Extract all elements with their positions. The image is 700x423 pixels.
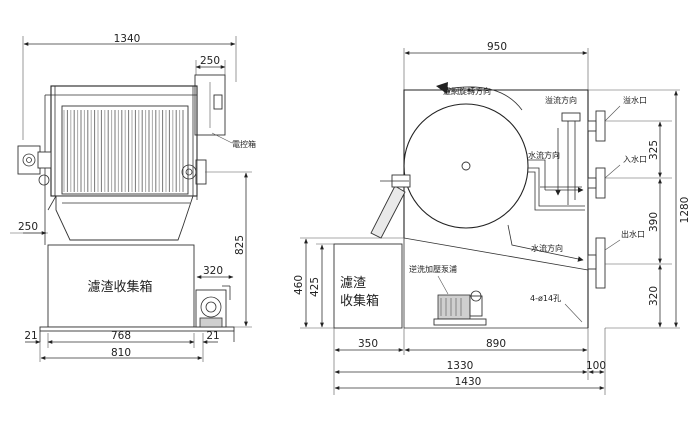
rotation-arrow: 濾網旋轉方向 [436,82,523,111]
side-box-label-line1: 濾渣 [340,276,366,291]
dim-label-flange-width: 100 [586,360,606,372]
front-pump [195,285,231,328]
front-view: 1340 250 [10,33,256,362]
collection-box: 濾渣收集箱 [47,244,195,328]
dim-label-overall-height: 1280 [679,197,691,224]
control-box-callout: 電控箱 [211,132,256,149]
inlet-label: 入水口 [623,154,647,164]
rotation-direction-label: 濾網旋轉方向 [443,86,491,96]
overflow-channel [528,112,585,211]
dim-label-overall-width: 1340 [114,33,141,45]
dim-height: 825 [205,171,252,328]
collection-box-label: 濾渣收集箱 [87,279,152,295]
dim-label-foot-right: 21 [206,330,219,342]
dim-label-box-height-inner: 425 [309,277,321,297]
dim-label-foot-left: 21 [24,330,37,342]
dim-label-frame-length: 1330 [447,360,474,372]
dim-label-overall-length: 1430 [455,376,482,388]
drum-outline [61,105,189,195]
side-housing [403,89,589,329]
side-right-dims: 325 390 320 1280 [588,89,691,329]
side-left-dims: 460 425 [293,237,404,329]
filter-drum-slats [61,105,189,195]
overflow-direction-label: 溢流方向 [545,95,577,105]
pump-label: 逆洗加壓泵浦 [409,264,457,274]
dim-label-inner-width: 768 [111,330,131,342]
front-hopper [47,195,194,241]
right-bearing [181,135,207,200]
control-box [194,74,226,136]
side-pump: 逆洗加壓泵浦 [409,264,487,326]
flow-arrows [507,128,584,262]
dim-label-overflow-spacing: 325 [648,140,660,160]
water-flow-label-2: 水流方向 [531,243,563,253]
dim-label-height: 825 [234,235,246,255]
left-motor [17,145,52,186]
dim-label-box-height-outer: 460 [293,275,305,295]
holes-callout: 4-ø14孔 [530,294,583,323]
outlet-label: 出水口 [621,229,645,239]
dim-label-pump-offset: 320 [203,265,223,277]
dim-label-box-width: 350 [358,338,378,350]
dim-overall-width: 1340 [22,33,237,140]
front-base [39,326,235,342]
front-bottom-dims: 21 768 21 810 [24,330,220,362]
dim-label-inlet-outlet-spacing: 390 [648,212,660,232]
flanges [587,110,606,289]
dim-label-main-width: 890 [486,338,506,350]
control-box-label: 電控箱 [232,139,256,149]
side-view: 950 濾網旋轉方向 [293,41,691,395]
side-bottom-dims: 350 890 1330 100 1430 [333,328,606,395]
dim-pump-offset: 320 [196,265,234,279]
dim-label-outlet-height: 320 [648,286,660,306]
holes-label: 4-ø14孔 [530,294,561,303]
dim-label-top-width: 950 [487,41,507,53]
dim-label-left-offset: 250 [18,221,38,233]
dim-label-panel-width: 250 [200,55,220,67]
filter-drum [403,103,529,229]
dim-label-base-width: 810 [111,347,131,359]
overflow-port-label: 溢水口 [623,95,647,105]
dim-left-offset: 250 [10,221,48,235]
side-labels: 溢流方向 溢水口 水流方向 入水口 水流方向 出水口 [528,95,647,253]
side-collection-box: 濾渣 收集箱 [333,243,403,329]
water-flow-label-1: 水流方向 [528,150,560,160]
side-box-label-line2: 收集箱 [340,293,379,309]
